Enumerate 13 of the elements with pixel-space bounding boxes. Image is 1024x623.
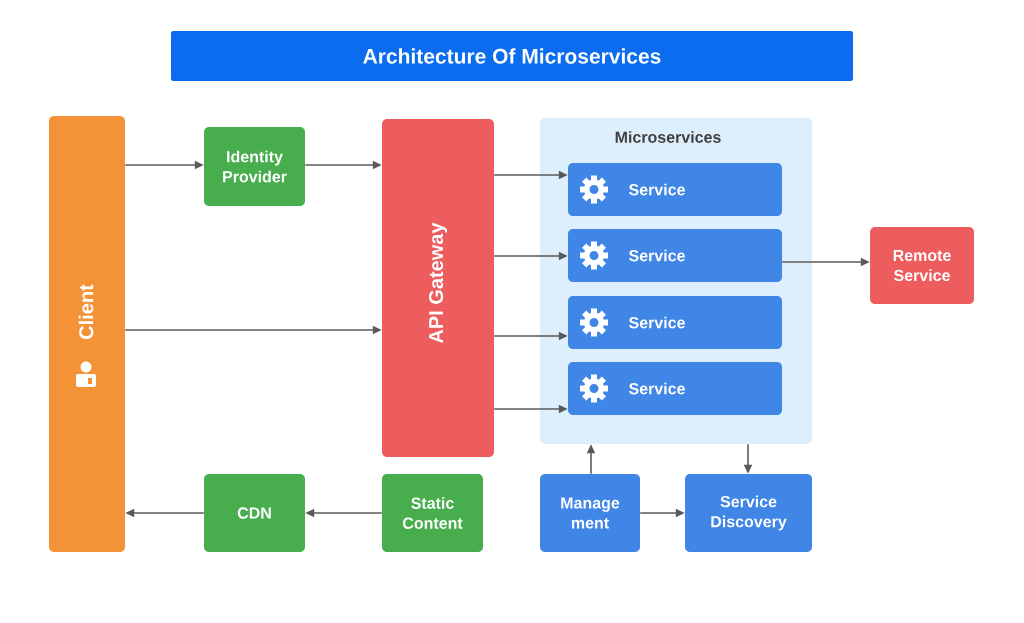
process-box: API Gateway (382, 119, 494, 457)
title-banner: Architecture Of Microservices (171, 31, 853, 81)
process-box: Service Discovery (685, 474, 812, 552)
process-box: Identity Provider (204, 127, 305, 206)
process-box: Static Content (382, 474, 483, 552)
service-box: Service (568, 296, 782, 349)
process-box: Manage ment (540, 474, 640, 552)
service-box: Service (568, 163, 782, 216)
service-box: Service (568, 362, 782, 415)
client-bar: Client (49, 116, 125, 552)
process-box: CDN (204, 474, 305, 552)
process-box: Remote Service (870, 227, 974, 304)
service-box: Service (568, 229, 782, 282)
